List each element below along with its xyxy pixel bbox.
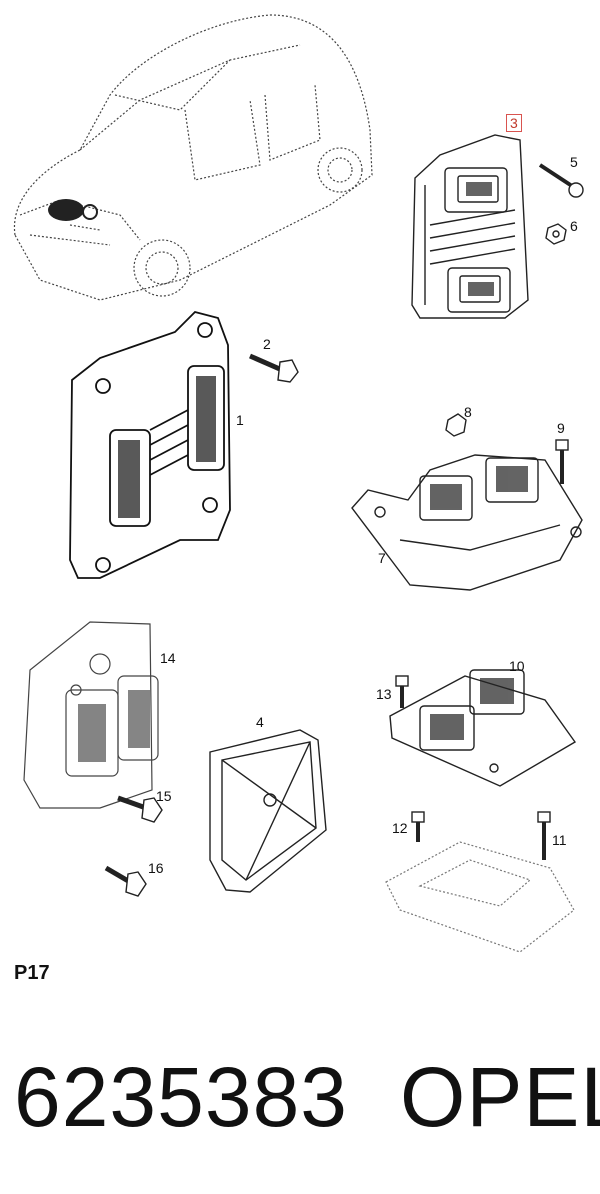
part-8-nut: [445, 413, 467, 437]
part-6-nut: [545, 223, 567, 245]
part-2-bolt: [248, 353, 299, 383]
part-7-bracket: [351, 454, 583, 591]
callout-7: 7: [378, 550, 386, 566]
bottom-bracket: [385, 841, 575, 953]
callout-16: 16: [148, 860, 164, 876]
callout-11: 11: [552, 832, 567, 848]
callout-8: 8: [464, 404, 472, 420]
part-7-connector-pins: [430, 466, 528, 510]
callout-15: 15: [156, 788, 172, 804]
callout-12: 12: [392, 820, 408, 836]
part-12-screw: [411, 811, 425, 842]
part-3-connector-pins: [466, 182, 494, 296]
callout-5: 5: [570, 154, 578, 170]
part-15-bolt: [117, 795, 163, 823]
parts-diagram: [13, 14, 584, 953]
part-11-screw: [537, 811, 551, 860]
part-5-screw: [538, 163, 584, 198]
callout-6: 6: [570, 218, 578, 234]
part-9-screw: [555, 439, 569, 484]
callout-9: 9: [557, 420, 565, 436]
car-illustration: [13, 14, 373, 301]
brand-name: OPEL: [400, 1050, 600, 1144]
part-number: 6235383: [14, 1050, 349, 1144]
callout-2: 2: [263, 336, 271, 352]
part-13-screw: [395, 675, 409, 708]
part-10-connector-pins: [430, 678, 514, 740]
callout-1: 1: [236, 412, 244, 428]
part-14-connector-pins: [78, 690, 150, 762]
part-10-ecu: [389, 669, 577, 787]
callout-14: 14: [160, 650, 176, 666]
car-ecu-location: [48, 199, 98, 221]
part-3-ecu: [411, 134, 529, 319]
part-4-cover: [209, 729, 327, 893]
callout-3: 3: [506, 114, 522, 132]
page-code: P17: [14, 962, 50, 984]
part-1-connector-pins: [118, 376, 216, 518]
callout-13: 13: [376, 686, 392, 702]
part-1-ecu: [69, 310, 231, 579]
part-16-bolt: [104, 865, 147, 897]
callout-4: 4: [256, 714, 264, 730]
callout-10: 10: [509, 658, 525, 674]
